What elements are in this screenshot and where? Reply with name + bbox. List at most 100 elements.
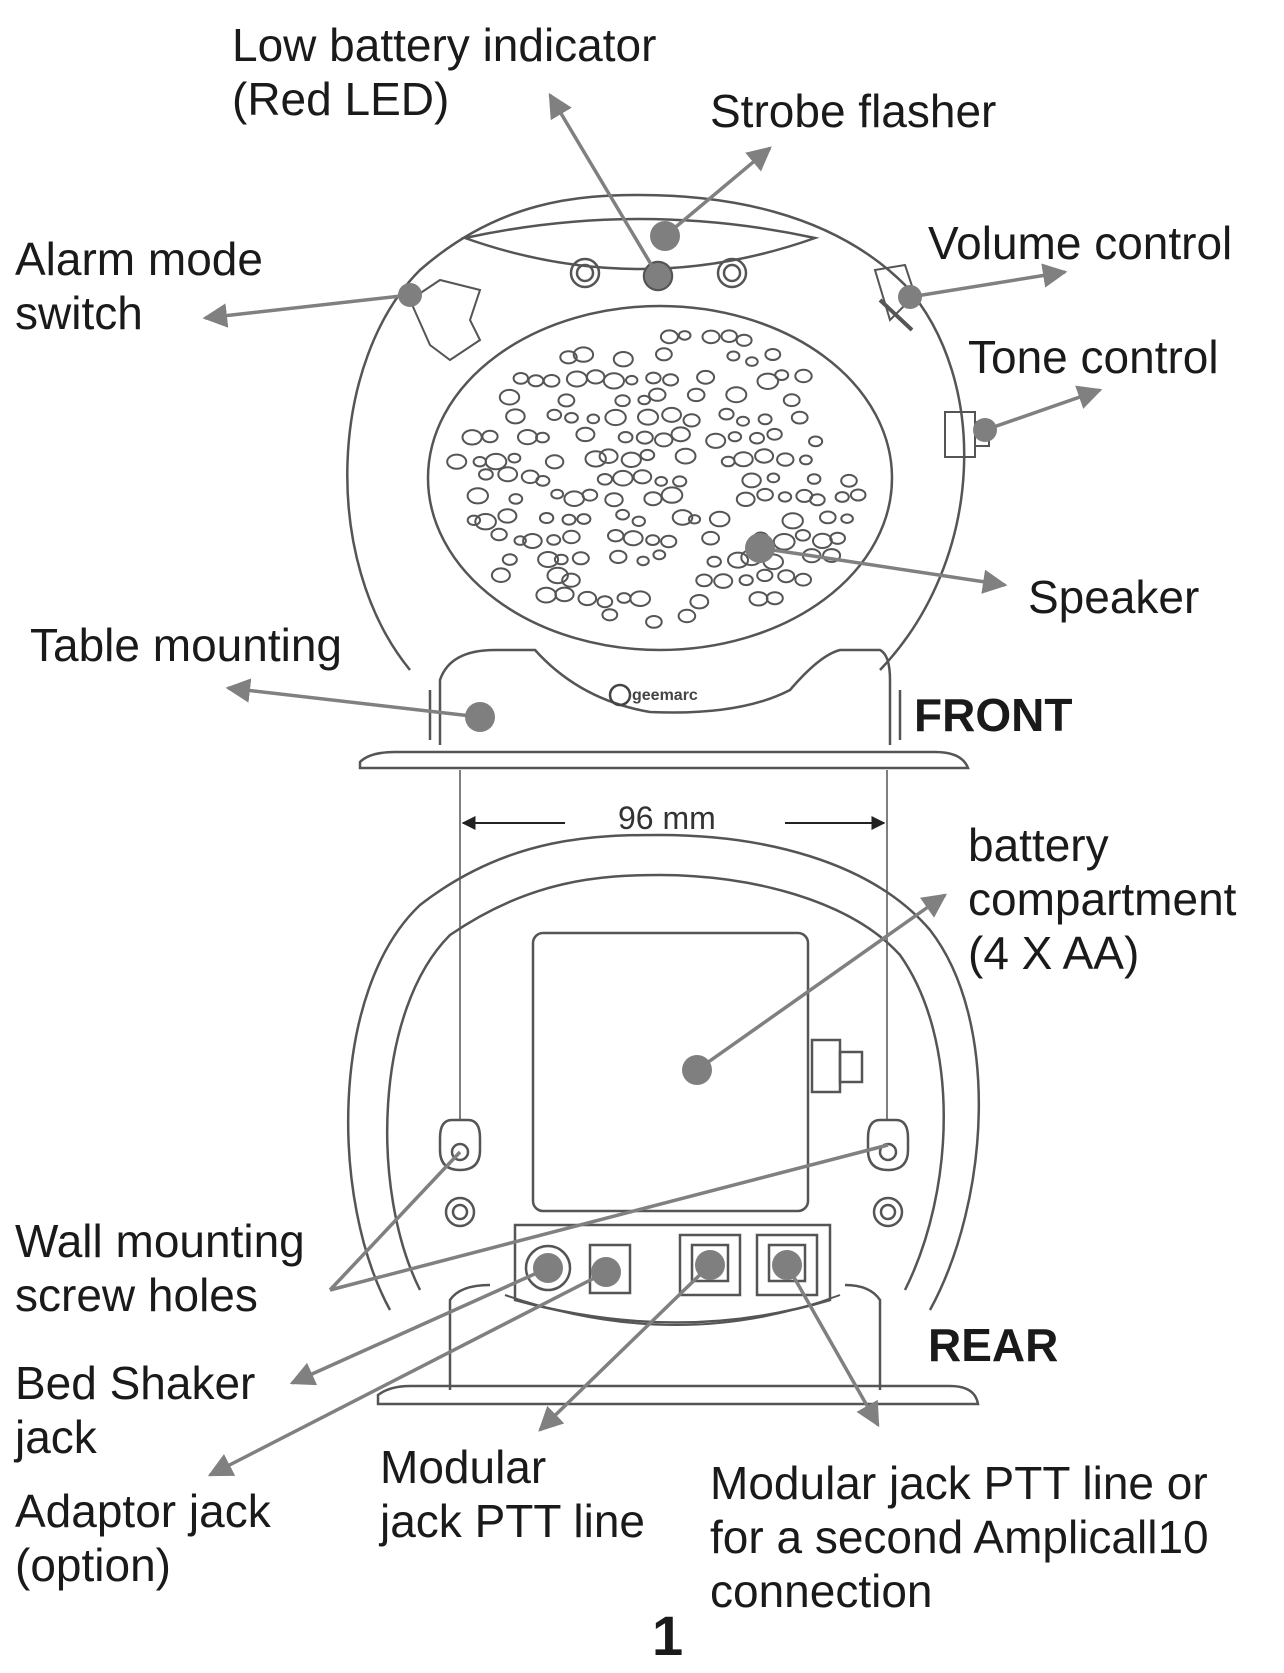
speaker-hole: [834, 491, 850, 503]
brand-logo: geemarc: [608, 683, 698, 707]
speaker-hole: [809, 493, 826, 507]
speaker-hole: [554, 586, 575, 603]
label-table-mounting: Table mounting: [30, 619, 342, 671]
speaker-hole: [512, 372, 529, 385]
speaker-hole: [625, 374, 639, 386]
speaker-hole: [581, 488, 599, 502]
speaker-hole: [659, 329, 679, 345]
speaker-hole: [706, 555, 722, 568]
speaker-hole: [766, 472, 781, 484]
speaker-hole: [620, 451, 642, 468]
speaker-hole: [720, 455, 736, 468]
speaker-hole: [674, 447, 697, 465]
speaker-hole: [571, 551, 590, 566]
speaker-hole: [705, 432, 727, 449]
speaker-hole: [550, 488, 565, 500]
speaker-hole: [631, 515, 646, 527]
speaker-hole: [756, 568, 774, 583]
speaker-hole: [695, 573, 713, 588]
speaker-hole: [601, 608, 619, 622]
speaker-hole: [497, 466, 519, 483]
speaker-hole: [655, 347, 673, 362]
speaker-hole: [686, 387, 706, 403]
callout-arrows: [202, 92, 1103, 1477]
speaker-holes: [446, 329, 867, 629]
speaker-hole: [696, 369, 716, 385]
speaker-hole: [772, 533, 796, 551]
speaker-hole: [727, 431, 743, 443]
speaker-hole: [677, 608, 697, 624]
keyhole-left: [438, 1118, 482, 1172]
label-modular-jack-second-connection: Modular jack PTT line or for a second Am…: [710, 1457, 1209, 1617]
speaker-hole: [777, 569, 796, 584]
speaker-hole: [546, 408, 563, 421]
speaker-hole: [586, 369, 606, 385]
speaker-hole: [741, 472, 762, 489]
speaker-hole: [596, 595, 614, 609]
speaker-hole: [535, 475, 551, 487]
speaker-hole: [497, 508, 518, 524]
speaker-hole: [735, 333, 753, 347]
speaker-hole: [546, 566, 569, 585]
speaker-hole: [604, 408, 627, 427]
speaker-hole: [575, 426, 596, 443]
speaker-hole: [745, 356, 759, 367]
speaker-hole: [652, 549, 667, 561]
speaker-hole: [725, 386, 748, 404]
front-stand: [438, 648, 892, 745]
speaker-hole: [637, 408, 659, 426]
speaker-hole: [808, 435, 824, 448]
speaker-hole: [561, 572, 581, 588]
speaker-hole: [501, 553, 518, 566]
speaker-hole: [513, 535, 527, 546]
speaker-hole: [537, 551, 560, 568]
speaker-hole: [544, 454, 565, 470]
rear-body-outline: [346, 833, 981, 1311]
speaker-hole: [764, 348, 782, 361]
speaker-hole: [687, 514, 702, 525]
speaker-hole: [749, 431, 765, 445]
label-modular-jack-ptt-line: Modular jack PTT line: [380, 1441, 646, 1547]
speaker-hole: [799, 454, 813, 466]
label-strobe-flasher: Strobe flasher: [710, 85, 997, 137]
page-number: 1: [652, 1604, 684, 1667]
speaker-hole: [662, 373, 680, 387]
speaker-hole: [617, 431, 634, 444]
speaker-hole: [615, 508, 630, 521]
speaker-grille: [426, 304, 894, 652]
speaker-hole: [609, 549, 628, 565]
speaker-hole: [794, 572, 813, 587]
speaker-hole: [661, 406, 682, 423]
speaker-hole: [689, 594, 710, 610]
speaker-hole: [466, 514, 482, 526]
speaker-hole: [645, 615, 663, 629]
speaker-hole: [733, 451, 754, 468]
front-base: [358, 750, 970, 770]
speaker-hole: [849, 488, 867, 502]
speaker-hole: [822, 548, 842, 563]
speaker-hole: [774, 369, 790, 382]
speaker-hole: [701, 329, 721, 345]
speaker-hole: [562, 529, 581, 545]
speaker-hole: [576, 513, 592, 525]
speaker-hole: [754, 448, 775, 464]
speaker-hole: [446, 453, 468, 470]
speaker-hole: [564, 412, 579, 424]
speaker-hole: [538, 512, 555, 524]
speaker-hole: [738, 574, 754, 587]
speaker-hole: [840, 473, 858, 488]
speaker-hole: [766, 427, 783, 441]
speaker-hole: [720, 329, 738, 344]
label-alarm-mode-switch: Alarm mode switch: [15, 233, 263, 339]
speaker-hole: [522, 533, 543, 549]
front-view: [346, 193, 990, 1120]
speaker-hole: [584, 450, 607, 468]
speaker-hole: [612, 351, 634, 368]
speaker-hole: [645, 534, 661, 546]
speaker-hole: [622, 530, 644, 547]
speaker-hole: [635, 430, 654, 445]
battery-door: [531, 931, 810, 1213]
speaker-hole: [632, 469, 653, 485]
label-front: FRONT: [914, 689, 1073, 741]
